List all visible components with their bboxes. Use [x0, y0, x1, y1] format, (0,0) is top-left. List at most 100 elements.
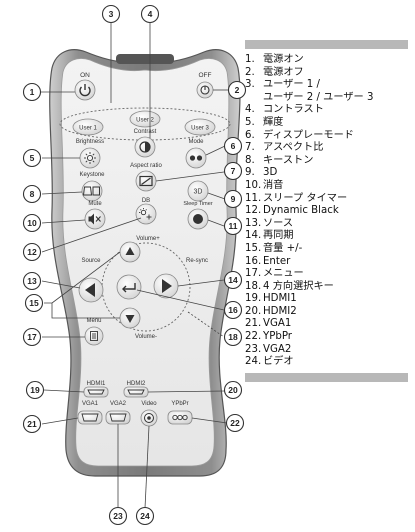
label-volume-plus: Volume+	[136, 236, 160, 242]
legend-item: 21.VGA1	[245, 318, 408, 331]
legend-item-continuation: ユーザー 2 / ユーザー 3	[263, 91, 374, 103]
hdmi1-port-icon	[87, 389, 105, 395]
hdmi2-button[interactable]	[123, 386, 149, 398]
legend-item-number: 15.	[245, 242, 262, 254]
vga2-button[interactable]	[105, 410, 131, 425]
hdmi2-port-icon	[127, 389, 145, 395]
legend-item: 10.消音	[245, 180, 408, 193]
sun-icon	[84, 152, 96, 164]
label-contrast: Contrast	[134, 129, 157, 135]
callout-circle-24	[135, 506, 155, 526]
legend-item-label: ディスプレーモード	[263, 129, 354, 141]
legend-item-number: 18.	[245, 280, 262, 292]
legend-item: 24.ビデオ	[245, 356, 408, 369]
dynamic-black-button[interactable]	[135, 203, 157, 225]
callout-number-14: 14	[228, 275, 238, 285]
label-user1: User 1	[79, 126, 97, 132]
legend-item-number: 6.	[245, 129, 255, 141]
legend-item-label: 電源オフ	[263, 66, 304, 78]
callout-number-8: 8	[30, 189, 35, 199]
enter-icon	[122, 283, 136, 293]
mute-button[interactable]	[84, 208, 106, 230]
callout-number-17: 17	[27, 332, 37, 342]
label-video: Video	[141, 401, 157, 407]
callout-number-9: 9	[231, 194, 236, 204]
legend-item-number: 20.	[245, 305, 262, 317]
callout-circle-13	[22, 271, 42, 291]
brightness-button[interactable]	[79, 147, 101, 169]
user2-button[interactable]	[129, 110, 161, 128]
legend-item-number: 22.	[245, 331, 262, 343]
left-arrow-icon	[85, 283, 95, 297]
menu-icon	[90, 331, 98, 341]
legend-item-text: 4 方向選択キー	[263, 281, 408, 294]
video-port-icon	[144, 413, 154, 423]
legend-item-number: 14.	[245, 230, 262, 242]
legend-top-bar	[245, 40, 408, 49]
legend-item: 5.輝度	[245, 117, 408, 130]
callout-number-11: 11	[229, 221, 238, 231]
vga2-port-icon	[109, 413, 127, 422]
legend-item: 3.ユーザー 1 /ユーザー 2 / ユーザー 3	[245, 79, 408, 104]
legend-item-label: ソース	[263, 217, 294, 229]
callout-circle-22	[225, 413, 245, 433]
callout-number-12: 12	[27, 247, 37, 257]
legend-item-text: VGA1	[263, 318, 408, 331]
user1-button[interactable]	[72, 118, 104, 136]
legend-item-label: スリープ タイマー	[263, 192, 348, 204]
legend-item-text: Dynamic Black	[263, 205, 408, 218]
legend-item-number: 3.	[245, 79, 255, 91]
callout-circle-16	[223, 300, 243, 320]
legend-item-text: 3D	[263, 167, 408, 180]
label-keystone: Keystone	[79, 172, 105, 178]
legend-bottom-bar	[245, 372, 408, 382]
legend-item: 9.3D	[245, 167, 408, 180]
legend-item-label: 輝度	[263, 116, 284, 128]
callout-circle-20	[223, 380, 243, 400]
legend-item-text: YPbPr	[263, 331, 408, 344]
keystone-button[interactable]	[81, 180, 103, 202]
callout-number-15: 15	[29, 298, 39, 308]
legend-item-label: HDMI1	[263, 293, 297, 305]
legend-item-text: 消音	[263, 180, 408, 193]
sleep-timer-icon	[193, 214, 203, 224]
callout-circle-8	[22, 184, 42, 204]
enter-button[interactable]	[116, 274, 142, 300]
mode-button[interactable]	[185, 147, 207, 169]
legend-item-text: コントラスト	[263, 104, 408, 117]
3d-button[interactable]	[187, 180, 209, 202]
label-aspect-ratio: Aspect ratio	[130, 163, 162, 169]
ypbpr-button[interactable]	[167, 410, 193, 425]
label-brightness: Brightness	[76, 139, 104, 145]
legend-item: 13.ソース	[245, 218, 408, 231]
up-arrow-icon	[125, 247, 135, 255]
mode-icon	[189, 155, 203, 161]
callout-circle-23	[108, 506, 128, 526]
legend-item: 1.電源オン	[245, 54, 408, 67]
vga1-button[interactable]	[77, 410, 103, 425]
legend-item-label: キーストン	[263, 154, 314, 166]
callout-number-13: 13	[27, 276, 37, 286]
label-menu: Menu	[86, 318, 101, 324]
legend-item-number: 23.	[245, 343, 262, 355]
label-db: DB	[142, 198, 150, 204]
callout-circle-14	[223, 270, 243, 290]
nav-ring	[101, 242, 191, 332]
label-mute: Mute	[88, 201, 102, 207]
mute-icon	[88, 213, 101, 225]
hdmi1-button[interactable]	[83, 386, 109, 398]
callout-number-19: 19	[30, 385, 40, 395]
legend-item: 8.キーストン	[245, 155, 408, 168]
legend-item-label: 電源オン	[263, 54, 304, 65]
user3-button[interactable]	[184, 118, 216, 136]
legend-item-label: コントラスト	[263, 104, 324, 116]
label-source: Source	[81, 258, 101, 264]
label-user2: User 2	[136, 118, 154, 124]
legend-item-label: 消音	[263, 179, 284, 191]
legend-item-number: 11.	[245, 192, 262, 204]
callout-circle-6	[223, 136, 243, 156]
callout-circle-1	[22, 82, 42, 102]
